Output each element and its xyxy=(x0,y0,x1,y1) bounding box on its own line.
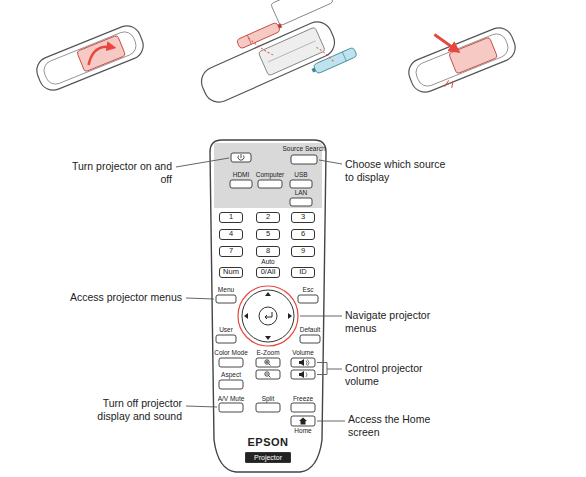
button-label: HDMI xyxy=(226,171,256,178)
home-icon xyxy=(299,418,307,425)
computer-button xyxy=(258,180,282,188)
button-text: 0/All xyxy=(261,268,276,276)
usb-button xyxy=(290,180,312,188)
button-label: Home xyxy=(288,427,318,434)
source-button xyxy=(291,155,317,164)
button-text: 3 xyxy=(301,213,305,221)
button-text: 6 xyxy=(301,230,305,238)
button-label: Split xyxy=(253,395,283,402)
model-plate: Projector xyxy=(245,452,291,463)
esc-button xyxy=(298,295,318,303)
button-label: Volume xyxy=(284,349,322,356)
callout-text: Access the Home screen xyxy=(348,413,448,438)
lan-button xyxy=(290,198,312,206)
battery-step-close xyxy=(398,8,521,101)
user-button xyxy=(216,335,236,343)
split-button xyxy=(256,403,280,412)
keypad-button: ID xyxy=(291,267,315,278)
button-text: ID xyxy=(299,268,307,276)
button-text: Num xyxy=(223,268,239,276)
av-mute-button xyxy=(219,403,243,412)
volume-down-button xyxy=(291,370,315,379)
callout-text: Access projector menus xyxy=(32,291,182,304)
callout-text: Choose which source to display xyxy=(345,158,457,183)
callout-text: Turn off projector display and sound xyxy=(77,397,182,422)
button-label: Source Search xyxy=(277,145,331,152)
callout-text: Control projector volume xyxy=(345,362,445,387)
button-text: 7 xyxy=(229,247,233,255)
battery-step-open xyxy=(33,22,148,95)
zoom-out-icon xyxy=(265,372,269,376)
button-label: USB xyxy=(286,171,316,178)
freeze-button xyxy=(291,403,315,412)
home-button xyxy=(291,416,315,426)
keypad-button: 1 xyxy=(219,212,243,223)
battery-step-insert xyxy=(183,0,357,119)
zoom-in-icon xyxy=(265,360,269,364)
keypad-button: 2 xyxy=(256,212,280,223)
color-mode-button xyxy=(219,358,243,367)
default-button xyxy=(300,335,320,343)
navigation-pad xyxy=(238,286,298,346)
button-text: Projector xyxy=(254,454,282,461)
button-label: E-Zoom xyxy=(249,349,287,356)
menu-button xyxy=(216,295,236,303)
keypad-button: 0/All xyxy=(256,267,280,278)
button-text: 1 xyxy=(229,213,233,221)
button-text: 8 xyxy=(266,247,270,255)
remote-body xyxy=(210,140,326,472)
keypad-button: 3 xyxy=(291,212,315,223)
button-label: A/V Mute xyxy=(210,395,252,402)
button-text: 5 xyxy=(266,230,270,238)
volume-up-button xyxy=(291,358,315,367)
leader-lines xyxy=(176,158,345,421)
button-label: Default xyxy=(291,326,329,333)
callout-text: Navigate projector menus xyxy=(345,309,445,334)
zoom-in-button xyxy=(256,358,280,367)
button-text: 9 xyxy=(301,247,305,255)
keypad-button: 4 xyxy=(219,229,243,240)
keypad-button: Num xyxy=(219,267,243,278)
hdmi-button xyxy=(230,180,252,188)
brand-name: EPSON xyxy=(233,436,303,449)
keypad-button: 6 xyxy=(291,229,315,240)
button-label: Aspect xyxy=(212,371,250,378)
keypad-button: 5 xyxy=(256,229,280,240)
volume-icons xyxy=(299,359,309,425)
zoom-out-button xyxy=(256,370,280,379)
top-panel xyxy=(214,143,322,208)
button-label: Computer xyxy=(251,171,289,178)
button-label: User xyxy=(211,326,241,333)
button-label: LAN xyxy=(286,189,316,196)
aspect-button xyxy=(219,380,243,389)
keypad-button: 9 xyxy=(291,246,315,257)
keypad-button: 8 xyxy=(256,246,280,257)
button-label: Esc xyxy=(293,286,323,293)
keypad-button: 7 xyxy=(219,246,243,257)
button-label: Color Mode xyxy=(210,349,252,356)
button-text: 2 xyxy=(266,213,270,221)
power-button xyxy=(231,153,251,162)
button-label: Menu xyxy=(211,286,241,293)
button-label: Auto xyxy=(253,258,283,265)
button-text: 4 xyxy=(229,230,233,238)
button-label: Freeze xyxy=(284,395,322,402)
callout-text: Turn projector on and off xyxy=(72,160,172,185)
